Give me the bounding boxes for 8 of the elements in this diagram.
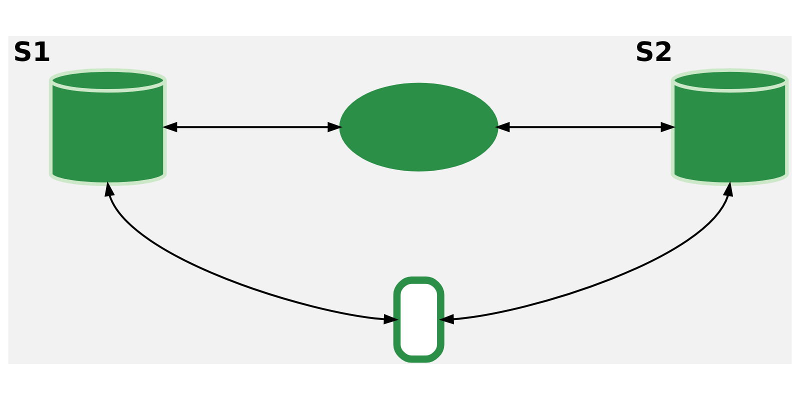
arrow — [494, 122, 676, 132]
node-label: S1 — [13, 37, 51, 68]
node-cloud — [339, 82, 498, 172]
arrow — [104, 181, 399, 324]
arrow — [438, 181, 734, 324]
arrow — [162, 122, 343, 132]
node-phone — [393, 276, 444, 363]
node-label: S2 — [635, 37, 673, 68]
